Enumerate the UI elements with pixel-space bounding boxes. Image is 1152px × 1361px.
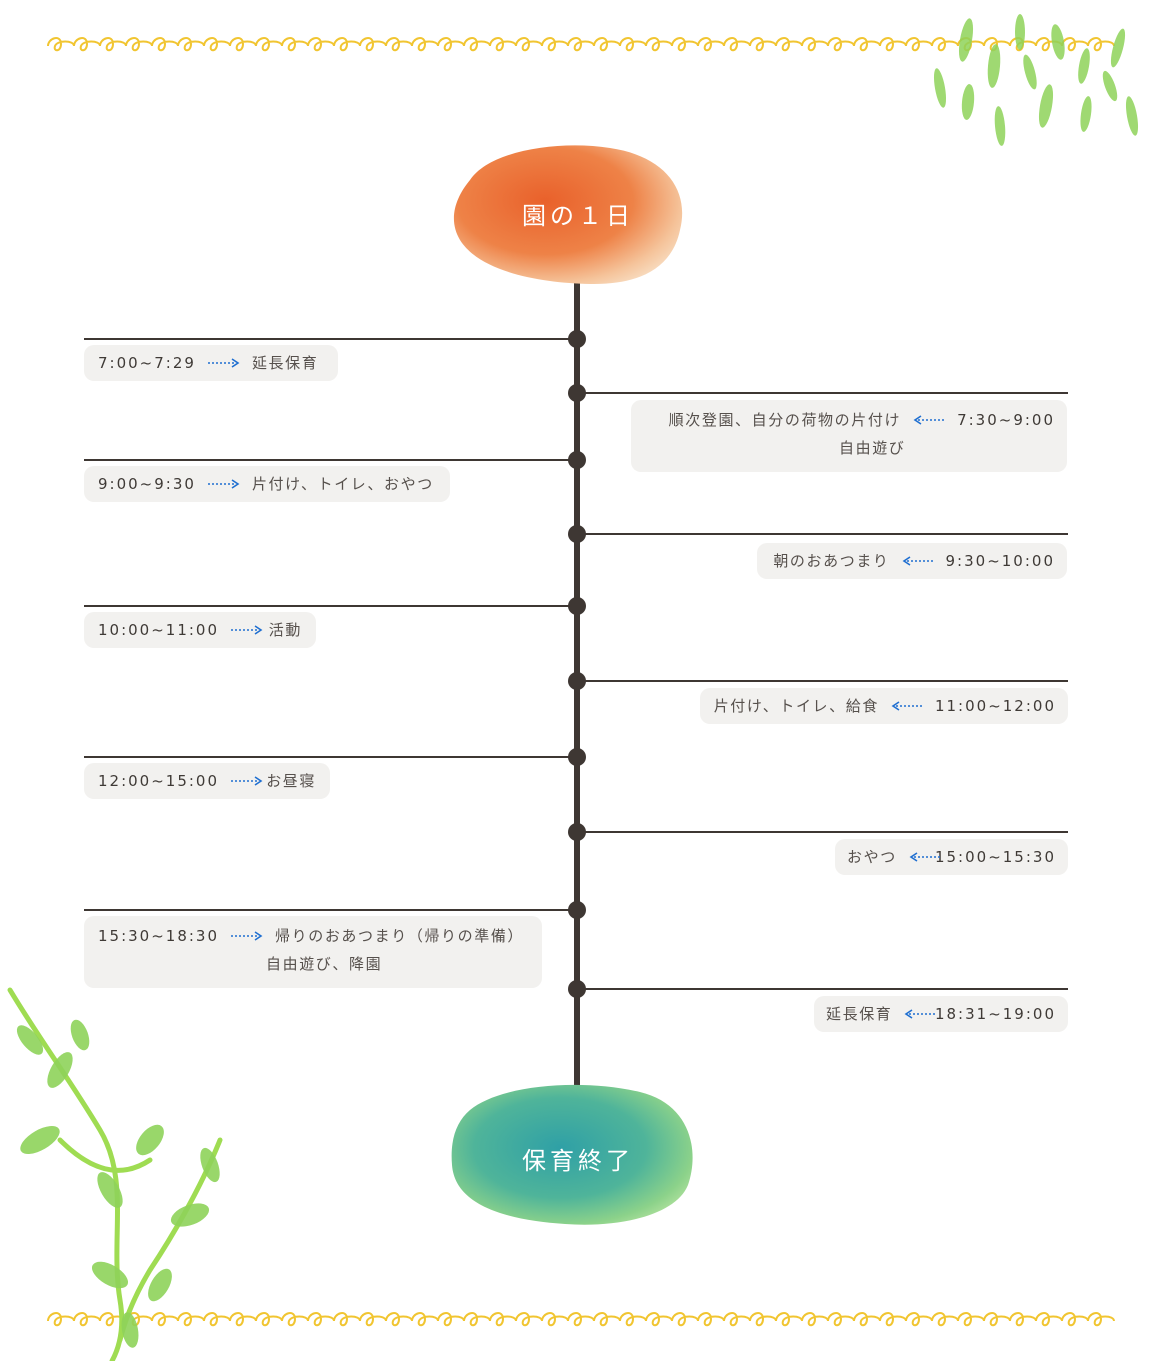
schedule-item: 朝のおあつまり 9:30~10:00	[757, 543, 1067, 579]
page-title: 園の１日	[522, 202, 634, 230]
arrow-right-icon	[231, 776, 263, 786]
schedule-time: 12:00~15:00	[98, 772, 220, 790]
schedule-time: 15:30~18:30	[98, 927, 220, 945]
schedule-item: 片付け、トイレ、給食 11:00~12:00	[700, 688, 1068, 724]
schedule-activity: 延長保育	[251, 354, 319, 372]
timeline-connector	[84, 338, 577, 340]
schedule-item: 10:00~11:00 活動	[84, 612, 316, 648]
schedule-item: 12:00~15:00 お昼寝	[84, 763, 330, 799]
schedule-time: 9:00~9:30	[98, 475, 196, 493]
schedule-activity-secondary: 自由遊び	[839, 439, 906, 457]
schedule-time: 11:00~12:00	[934, 697, 1056, 715]
arrow-left-icon	[904, 1009, 937, 1019]
timeline-dot	[568, 384, 586, 402]
schedule-activity: 延長保育	[826, 1005, 893, 1023]
timeline-connector	[577, 680, 1068, 682]
schedule-item: 順次登園、自分の荷物の片付け 7:30~9:00 自由遊び	[631, 400, 1067, 472]
arrow-left-icon	[909, 852, 941, 862]
arrow-right-icon	[207, 479, 240, 489]
end-title: 保育終了	[522, 1147, 634, 1175]
schedule-activity: おやつ	[847, 848, 897, 866]
arrow-right-icon	[231, 931, 263, 941]
schedule-activity: お昼寝	[266, 772, 316, 790]
schedule-activity: 朝のおあつまり	[773, 552, 890, 570]
timeline-dot	[568, 597, 586, 615]
schedule-activity: 片付け、トイレ、おやつ	[251, 475, 434, 493]
schedule-time: 10:00~11:00	[98, 621, 220, 639]
timeline-dot	[568, 672, 586, 690]
scallop-border-bottom	[47, 1312, 1115, 1327]
timeline-dot	[568, 980, 586, 998]
arrow-left-icon	[891, 701, 923, 711]
arrow-right-icon	[207, 358, 240, 368]
schedule-activity: 帰りのおあつまり（帰りの準備）	[275, 927, 525, 945]
timeline-dot	[568, 451, 586, 469]
timeline-dot	[568, 901, 586, 919]
timeline-connector	[84, 459, 577, 461]
footer-blob	[451, 1084, 693, 1225]
schedule-activity-secondary: 自由遊び、降園	[266, 955, 383, 973]
schedule-item: 9:00~9:30 片付け、トイレ、おやつ	[84, 466, 450, 502]
timeline-dot	[568, 525, 586, 543]
timeline-connector	[577, 831, 1068, 833]
timeline-connector	[84, 909, 577, 911]
arrow-left-icon	[913, 415, 946, 425]
schedule-time: 7:30~9:00	[957, 411, 1055, 429]
schedule-time: 18:31~19:00	[934, 1005, 1056, 1023]
schedule-time: 9:30~10:00	[945, 552, 1055, 570]
schedule-item: おやつ 15:00~15:30	[835, 839, 1068, 875]
timeline-connector	[577, 988, 1068, 990]
timeline-connector	[577, 392, 1068, 394]
schedule-item: 15:30~18:30 帰りのおあつまり（帰りの準備） 自由遊び、降園	[84, 916, 542, 988]
arrow-right-icon	[231, 625, 263, 635]
schedule-activity: 活動	[268, 621, 302, 639]
timeline-connector	[84, 605, 577, 607]
leaves-top-right	[933, 14, 1139, 146]
schedule-activity: 片付け、トイレ、給食	[713, 697, 879, 715]
schedule-item: 7:00~7:29 延長保育	[84, 345, 338, 381]
timeline-dot	[568, 823, 586, 841]
scallop-border-top	[47, 37, 1115, 52]
timeline-connector	[84, 756, 577, 758]
schedule-activity: 順次登園、自分の荷物の片付け	[668, 411, 902, 429]
schedule-time: 7:00~7:29	[98, 354, 196, 372]
timeline-dot	[568, 330, 586, 348]
vine-leaves	[16, 1019, 220, 1348]
schedule-item: 延長保育 18:31~19:00	[814, 996, 1068, 1032]
arrow-left-icon	[902, 556, 934, 566]
schedule-time: 15:00~15:30	[934, 848, 1056, 866]
timeline-connector	[577, 533, 1068, 535]
header-blob	[453, 145, 683, 285]
timeline-dot	[568, 748, 586, 766]
